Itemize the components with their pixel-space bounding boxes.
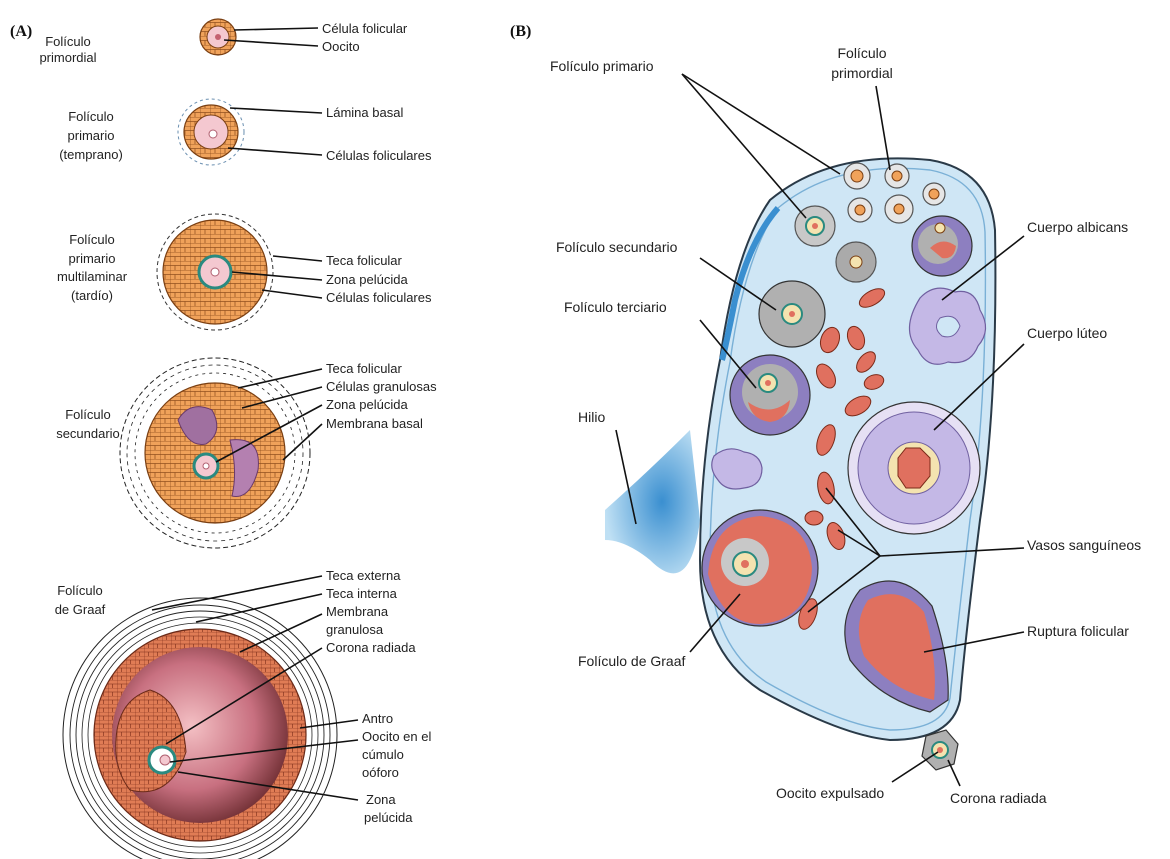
graafian-follicle-illustration: [63, 598, 337, 859]
secondary-follicle-b: [759, 281, 825, 347]
early-primary-name-line: Folículo: [68, 109, 114, 124]
expelled-oocyte: [922, 730, 958, 770]
late-primary-name-line: (tardío): [71, 288, 113, 303]
label-zona-pelucida: pelúcida: [364, 810, 413, 825]
panel-b-label: (B): [510, 23, 531, 40]
leader-line: [228, 148, 322, 155]
label-antro: Antro: [362, 711, 393, 726]
label-oocito: Oocito: [322, 39, 360, 54]
primordial-name: Folículo primordial: [39, 34, 96, 65]
label-foliculo-primordial: Folículo: [837, 45, 886, 61]
late-primary-name-line: multilaminar: [57, 269, 128, 284]
label-membrana-basal: Membrana basal: [326, 416, 423, 431]
leader-line: [234, 28, 318, 30]
secondary-follicle-illustration: [120, 358, 310, 548]
label-oocito-cumulo: oóforo: [362, 765, 399, 780]
primordial-follicle-illustration: [200, 19, 236, 55]
leader-line: [238, 369, 322, 388]
secondary-name-line: secundario: [56, 426, 120, 441]
label-corona-radiada: Corona radiada: [326, 640, 416, 655]
label-oocito-expulsado: Oocito expulsado: [776, 785, 884, 801]
label-membrana: Membrana: [326, 604, 389, 619]
label-oocito-cumulo: cúmulo: [362, 747, 404, 762]
label-cuerpo-luteo: Cuerpo lúteo: [1027, 325, 1107, 341]
label-lamina-basal: Lámina basal: [326, 105, 403, 120]
late-primary-name-line: Folículo: [69, 232, 115, 247]
graafian-follicle-b: [702, 510, 818, 626]
panel-a-label: (A): [10, 23, 32, 40]
leader-line: [273, 256, 322, 261]
label-zona-pelucida: Zona pelúcida: [326, 397, 408, 412]
follicle-top-right: [912, 216, 972, 276]
label-celulas-granulosas: Células granulosas: [326, 379, 437, 394]
leader-line: [224, 40, 318, 46]
graaf-name-line: de Graaf: [55, 602, 106, 617]
label-foliculo-secundario: Folículo secundario: [556, 239, 678, 255]
label-teca-folicular: Teca folicular: [326, 253, 403, 268]
early-primary-name-line: primario: [68, 128, 115, 143]
label-vasos-sanguineos: Vasos sanguíneos: [1027, 537, 1141, 553]
label-celulas-foliculares: Células foliculares: [326, 290, 432, 305]
label-celulas-foliculares: Células foliculares: [326, 148, 432, 163]
leader-line: [262, 290, 322, 298]
secondary-name-line: Folículo: [65, 407, 111, 422]
label-ruptura-folicular: Ruptura folicular: [1027, 623, 1129, 639]
label-oocito-cumulo: Oocito en el: [362, 729, 431, 744]
hilio-shape: [605, 430, 700, 573]
tertiary-follicle: [730, 355, 810, 435]
late-primary-name-line: primario: [69, 251, 116, 266]
label-foliculo-primordial: primordial: [831, 65, 892, 81]
label-zona-pelucida: Zona pelúcida: [326, 272, 408, 287]
late-primary-follicle-illustration: [157, 214, 273, 330]
label-cuerpo-albicans: Cuerpo albicans: [1027, 219, 1128, 235]
label-hilio: Hilio: [578, 409, 605, 425]
early-primary-name-line: (temprano): [59, 147, 123, 162]
label-corona-radiada: Corona radiada: [950, 790, 1047, 806]
label-teca-externa: Teca externa: [326, 568, 401, 583]
corpus-luteum: [848, 402, 980, 534]
graaf-name-line: Folículo: [57, 583, 103, 598]
leader-line: [152, 576, 322, 610]
primordial-name-line: Folículo: [45, 34, 91, 49]
label-teca-folicular: Teca folicular: [326, 361, 403, 376]
label-foliculo-primario: Folículo primario: [550, 58, 654, 74]
label-foliculo-terciario: Folículo terciario: [564, 299, 667, 315]
leader-line: [230, 108, 322, 113]
label-celula-folicular: Célula folicular: [322, 21, 408, 36]
label-teca-interna: Teca interna: [326, 586, 398, 601]
label-foliculo-de-graaf: Folículo de Graaf: [578, 653, 685, 669]
label-zona-pelucida: Zona: [366, 792, 396, 807]
leader-line: [283, 424, 322, 460]
primordial-name-line: primordial: [39, 50, 96, 65]
leader-line: [240, 614, 322, 652]
label-granulosa: granulosa: [326, 622, 384, 637]
